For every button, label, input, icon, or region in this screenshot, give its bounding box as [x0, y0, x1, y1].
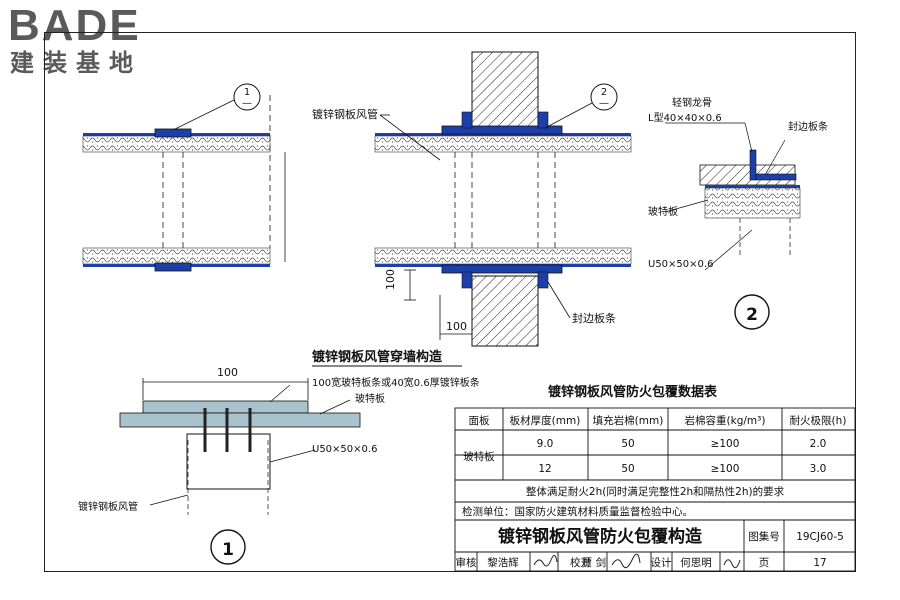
table-header-0: 面板 — [469, 414, 490, 427]
reviewer-signature — [533, 555, 558, 567]
callout-1-number: 1 — [244, 87, 250, 98]
duct-left — [82, 95, 286, 272]
table-row1-wool: 50 — [621, 463, 634, 475]
label-duct-top: 镀锌钢板风管 — [312, 107, 378, 121]
table-row0-thickness: 9.0 — [537, 438, 554, 450]
callout-2-dash: — — [599, 98, 609, 109]
detail1-board — [119, 412, 361, 428]
detail-1: 100 — [119, 366, 361, 515]
callout-1: 1 — — [233, 83, 261, 111]
bade-logo: BADE 建装基地 — [8, 4, 178, 78]
detail1-u-label: U50×50×0.6 — [312, 444, 377, 455]
detail1-strip-label: 100宽玻特板条或40宽0.6厚镀锌板条 — [312, 376, 480, 389]
table-row1-density: ≥100 — [711, 463, 740, 475]
page-number: 17 — [813, 557, 826, 569]
joint-strip-top — [154, 128, 192, 138]
table-note: 整体满足耐火2h(同时满足完整性2h和隔热性2h)的要求 — [526, 485, 785, 498]
detail-1-number: 1 — [222, 540, 234, 560]
detail1-board-label: 玻特板 — [355, 392, 385, 405]
callout-2-number: 2 — [601, 87, 607, 98]
detail-1-marker — [210, 529, 246, 565]
detail1-dim: 100 — [217, 366, 238, 379]
checker-name: 贾 剑 — [582, 556, 606, 569]
table-header-4: 耐火极限(h) — [790, 414, 847, 427]
designer-name: 何思明 — [680, 556, 712, 569]
table-inspection: 检测单位：国家防火建筑材料质量监督检验中心。 — [462, 505, 693, 518]
atlas-label: 图集号 — [748, 530, 780, 543]
wall-top — [471, 51, 539, 130]
callout-2: 2 — — [590, 83, 618, 111]
table-header-1: 板材厚度(mm) — [510, 414, 581, 427]
table-title: 镀锌钢板风管防火包覆数据表 — [548, 384, 718, 400]
logo-sub-text: 建装基地 — [10, 49, 142, 77]
designer-signature — [723, 559, 741, 569]
drawing-frame — [44, 32, 856, 572]
reviewer-name: 黎浩辉 — [487, 556, 519, 569]
label-u-channel-right: U50×50×0.6 — [648, 259, 713, 270]
table-header-2: 填充岩棉(mm) — [593, 414, 664, 427]
table-panel-name: 玻特板 — [463, 450, 495, 463]
dim-100-horizontal: 100 — [446, 320, 467, 333]
data-table — [454, 407, 856, 521]
wall-edge-strip-bottom — [441, 264, 563, 274]
label-edge-strip-wall: 封边板条 — [572, 311, 616, 325]
wall-section — [471, 51, 539, 347]
dim-100-vertical: 100 — [384, 269, 397, 290]
callout-1-dash: — — [242, 98, 252, 109]
table-row0-density: ≥100 — [711, 438, 740, 450]
wall-section-title: 镀锌钢板风管穿墙构造 — [312, 349, 443, 365]
table-header-3: 岩棉容重(kg/m³) — [685, 414, 766, 427]
label-glass-board-left: 玻特板 — [648, 205, 678, 218]
table-row0-fire: 2.0 — [810, 438, 827, 450]
page-label: 页 — [759, 557, 770, 569]
detail-2-number: 2 — [746, 305, 758, 325]
wall-bottom — [471, 275, 539, 347]
detail1-duct-label: 镀锌钢板风管 — [78, 500, 138, 513]
checker-signature — [611, 553, 641, 569]
label-l-type: L型40×40×0.6 — [648, 111, 722, 124]
wall-dimensions: 100 100 封边板条 — [384, 269, 616, 340]
wool-bottom-left — [82, 247, 271, 265]
table-row1-thickness: 12 — [538, 463, 551, 475]
logo-main-text: BADE — [8, 1, 141, 50]
wall-edge-strip-top — [441, 125, 563, 135]
duct-right — [374, 102, 632, 289]
table-row1-fire: 3.0 — [810, 463, 827, 475]
check-label: 校对 — [570, 556, 591, 569]
wool-top-left — [82, 135, 271, 153]
detail-2 — [664, 122, 801, 271]
joint-strip-bottom — [154, 262, 192, 272]
title-block — [454, 519, 856, 572]
atlas-number: 19CJ60-5 — [796, 531, 844, 543]
design-label: 设计 — [651, 556, 672, 569]
label-light-steel-keel: 轻钢龙骨 — [672, 96, 712, 109]
detail-2-marker — [734, 294, 770, 330]
table-row0-wool: 50 — [621, 438, 634, 450]
label-edge-strip-right: 封边板条 — [788, 120, 828, 133]
review-label: 审核 — [456, 556, 477, 569]
main-title: 镀锌钢板风管防火包覆构造 — [498, 526, 703, 547]
